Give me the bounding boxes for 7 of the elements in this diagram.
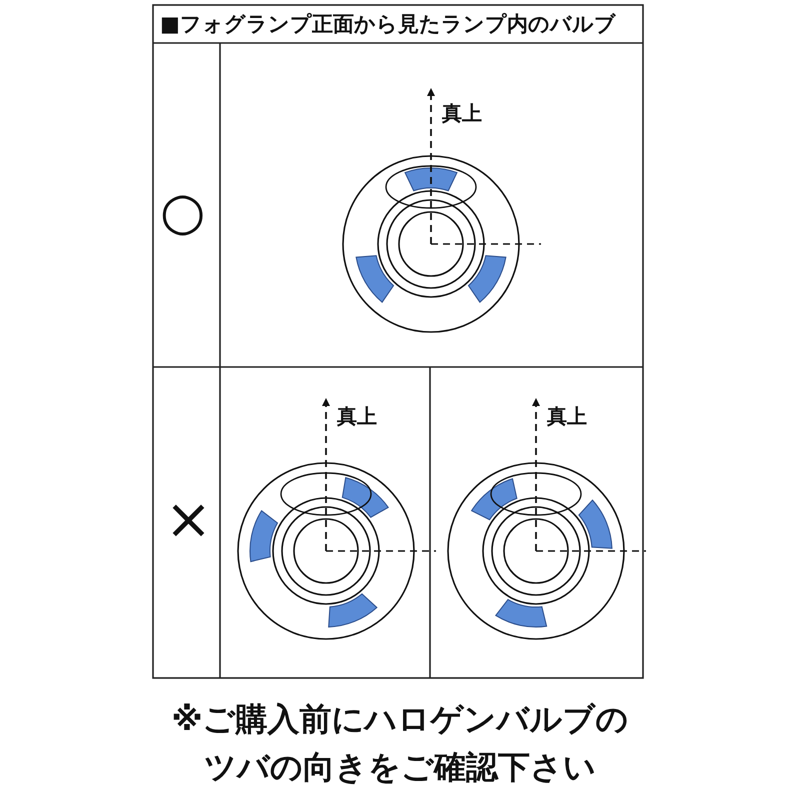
direction-label: 真上	[547, 403, 587, 430]
direction-label: 真上	[337, 403, 377, 430]
ng-mark: ×	[165, 488, 212, 552]
table-title: ■フォグランプ正面から見たランプ内のバルブ	[160, 11, 616, 38]
direction-label: 真上	[442, 100, 482, 127]
caption-note: ※ご購入前にハロゲンバルブのツバの向きをご確認下さい	[170, 699, 630, 788]
ok-mark: ○	[160, 181, 206, 244]
